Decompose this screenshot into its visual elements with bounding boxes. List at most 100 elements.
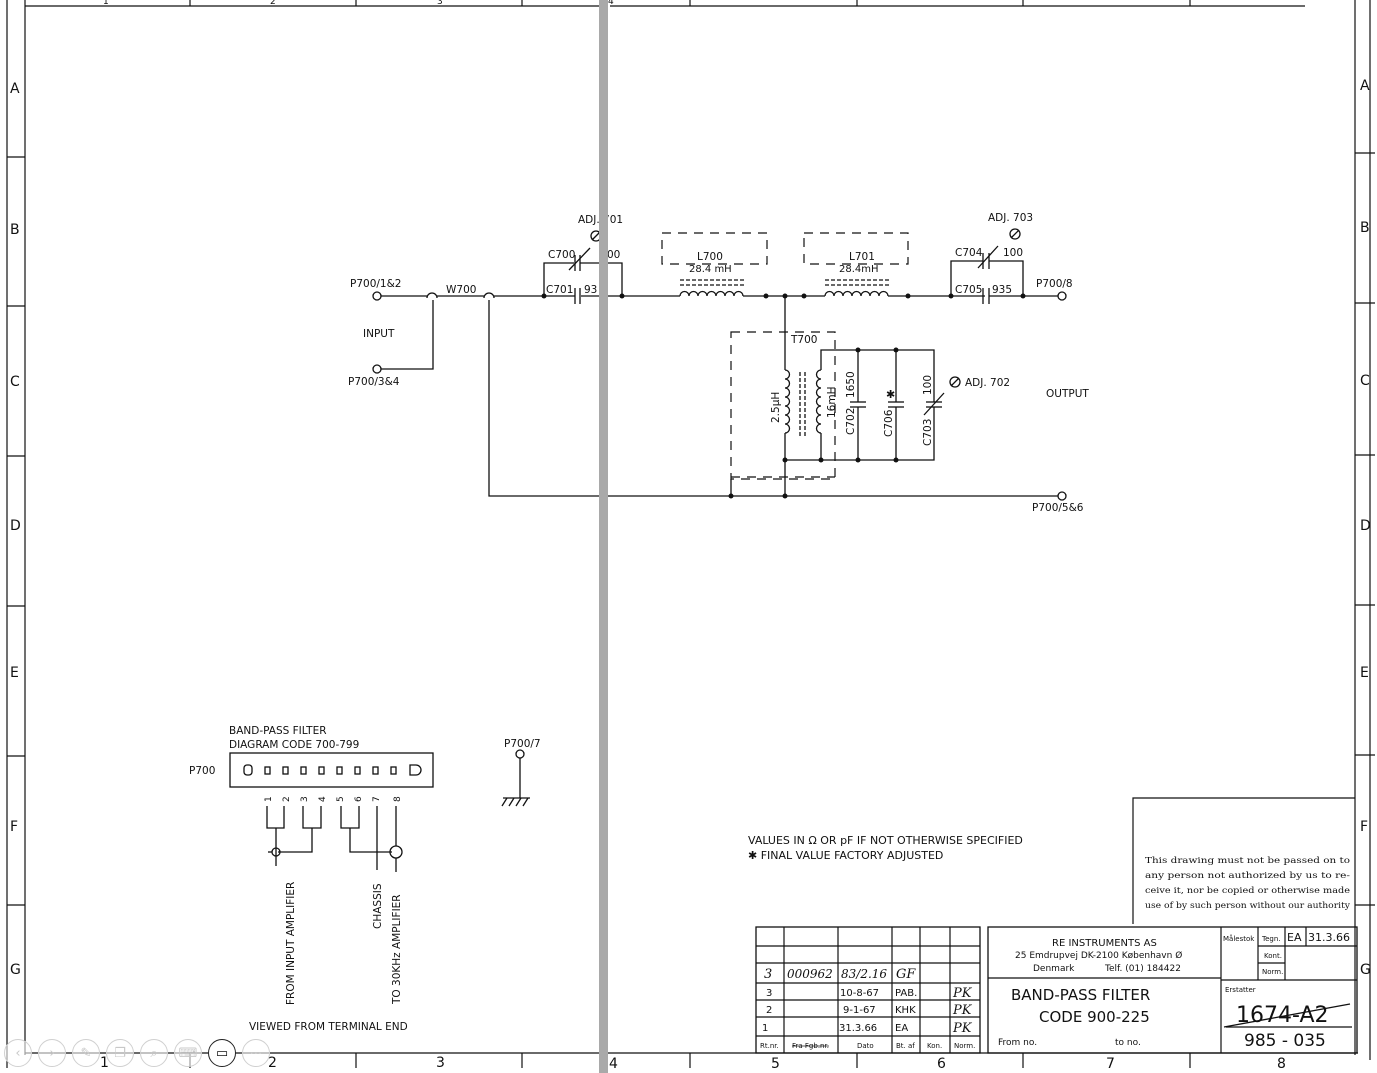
- revision-number: 2: [766, 1005, 772, 1016]
- pin-label: 3: [300, 796, 310, 802]
- row-label: E: [1360, 665, 1369, 681]
- label-from-input-amplifier: FROM INPUT AMPLIFIER: [285, 882, 297, 1005]
- revision-check: PK: [952, 986, 973, 1001]
- inductor-l701: [824, 290, 889, 297]
- adjust-icon: [949, 376, 961, 388]
- video-icon[interactable]: ▭: [208, 1039, 236, 1067]
- arrow-left-icon[interactable]: ‹: [4, 1039, 32, 1067]
- label-c700-value: 00: [607, 249, 620, 261]
- pin-label: 1: [264, 796, 274, 802]
- revision-by: GF: [896, 967, 916, 982]
- terminal-p700-8: [1057, 291, 1067, 301]
- revision-date: 9-1-67: [843, 1005, 876, 1016]
- to-no-label: to no.: [1115, 1038, 1141, 1048]
- revision-by: PAB.: [895, 988, 917, 999]
- column-label: 4: [609, 1056, 618, 1072]
- revision-header: Kon.: [927, 1042, 942, 1050]
- connector-label: P700: [189, 765, 215, 777]
- drawn-label: Tegn.: [1261, 935, 1281, 943]
- label-c701: C701: [546, 284, 573, 296]
- row-label: D: [1360, 518, 1371, 534]
- replaces-label: Erstatter: [1225, 986, 1256, 994]
- label-input: INPUT: [363, 328, 395, 340]
- w700-shield: [483, 292, 495, 299]
- keyboard-icon[interactable]: ⌨: [174, 1039, 202, 1067]
- scale-label: Målestok: [1223, 934, 1255, 943]
- revision-header: Bt. af: [896, 1042, 915, 1050]
- label-c702-value: 1650: [845, 371, 857, 398]
- norm-label: Norm.: [1262, 968, 1283, 976]
- drawn-date: 31.3.66: [1308, 931, 1350, 944]
- label-c706-mark: ✱: [886, 388, 895, 401]
- pin-label: 6: [354, 796, 364, 802]
- terminal-p700-1-2: [372, 291, 382, 301]
- revision-header: Norm.: [954, 1042, 975, 1050]
- revision-number: 3: [766, 988, 772, 999]
- terminal-p700-5-6: [1057, 491, 1067, 501]
- row-label: G: [1360, 962, 1371, 978]
- revision-date: 83/2.16: [841, 967, 887, 981]
- column-label: 1: [100, 1055, 109, 1071]
- label-c703: C703: [922, 419, 934, 446]
- notice-line: any person not authorized by us to re-: [1145, 871, 1350, 880]
- arrow-right-icon[interactable]: ›: [38, 1039, 66, 1067]
- viewer-toolbar: ‹ › ✎ ❐ ⌕ ⌨ ▭ ⋯: [4, 1038, 270, 1068]
- pin-label: 7: [372, 796, 382, 802]
- column-label: 5: [771, 1056, 780, 1072]
- notice-box: This drawing must not be passed on to an…: [1132, 797, 1355, 924]
- title-block: RE INSTRUMENTS AS 25 Emdrupvej DK-2100 K…: [987, 926, 1358, 1054]
- drawn-by: EA: [1287, 931, 1302, 944]
- column-label: 2: [270, 0, 276, 7]
- label-l701: L701: [849, 251, 875, 263]
- label-c701-value: 93: [584, 284, 597, 296]
- revision-by: KHK: [895, 1005, 916, 1016]
- row-label: A: [1360, 78, 1370, 94]
- label-viewed: VIEWED FROM TERMINAL END: [249, 1021, 408, 1033]
- label-c702: C702: [845, 408, 857, 435]
- label-t700: T700: [790, 334, 817, 346]
- notice-line: use of by such person without our author…: [1145, 901, 1351, 910]
- revision-header: Rt.nr.: [760, 1042, 779, 1050]
- notice-line: This drawing must not be passed on to: [1145, 856, 1350, 865]
- revision-header: Dato: [857, 1042, 874, 1050]
- company-phone: Telf. (01) 184422: [1104, 964, 1181, 974]
- note-factory: ✱ FINAL VALUE FACTORY ADJUSTED: [748, 849, 943, 862]
- pin-label: 2: [282, 796, 292, 802]
- row-label: F: [1360, 819, 1368, 835]
- label-primary: 2.5µH: [770, 392, 782, 423]
- transformer-secondary: [815, 369, 822, 434]
- copy-icon[interactable]: ❐: [106, 1039, 134, 1067]
- label-l700-value: 28.4 mH: [689, 264, 732, 275]
- input-return-wire: [381, 300, 434, 370]
- more-icon[interactable]: ⋯: [242, 1039, 270, 1067]
- notes: VALUES IN Ω OR pF IF NOT OTHERWISE SPECI…: [748, 834, 1023, 862]
- revision-by: EA: [895, 1023, 908, 1034]
- page-divider: [599, 0, 608, 1073]
- adjust-icon: [1009, 228, 1021, 240]
- from-no-label: From no.: [998, 1038, 1037, 1048]
- row-label: C: [10, 374, 20, 390]
- row-label: B: [10, 222, 20, 238]
- label-l700: L700: [697, 251, 723, 263]
- label-adj703: ADJ. 703: [988, 212, 1033, 224]
- label-secondary: 16mH: [826, 387, 838, 419]
- return-line: [488, 300, 1058, 497]
- row-label: A: [10, 81, 20, 97]
- connector-diagram: BAND-PASS FILTER DIAGRAM CODE 700-799 P7…: [189, 725, 541, 1033]
- column-label: 3: [436, 1055, 445, 1071]
- pin-label: 4: [318, 796, 328, 802]
- row-label: G: [10, 962, 21, 978]
- column-label: 7: [1106, 1056, 1115, 1072]
- row-label: F: [10, 819, 18, 835]
- zoom-icon[interactable]: ⌕: [140, 1039, 168, 1067]
- label-p700-8: P700/8: [1036, 278, 1073, 290]
- notice-line: ceive it, nor be copied or otherwise mad…: [1145, 886, 1350, 895]
- pencil-icon[interactable]: ✎: [72, 1039, 100, 1067]
- column-label: 3: [437, 0, 443, 7]
- connector-body: [229, 752, 434, 788]
- transformer-primary: [784, 369, 791, 434]
- checked-label: Kont.: [1264, 952, 1282, 960]
- label-c706: C706: [883, 409, 895, 437]
- label-adj702: ADJ. 702: [965, 377, 1010, 389]
- revision-table: 3 000962 83/2.16 GF PK PK PK 3 10-8-67 P…: [755, 926, 981, 1054]
